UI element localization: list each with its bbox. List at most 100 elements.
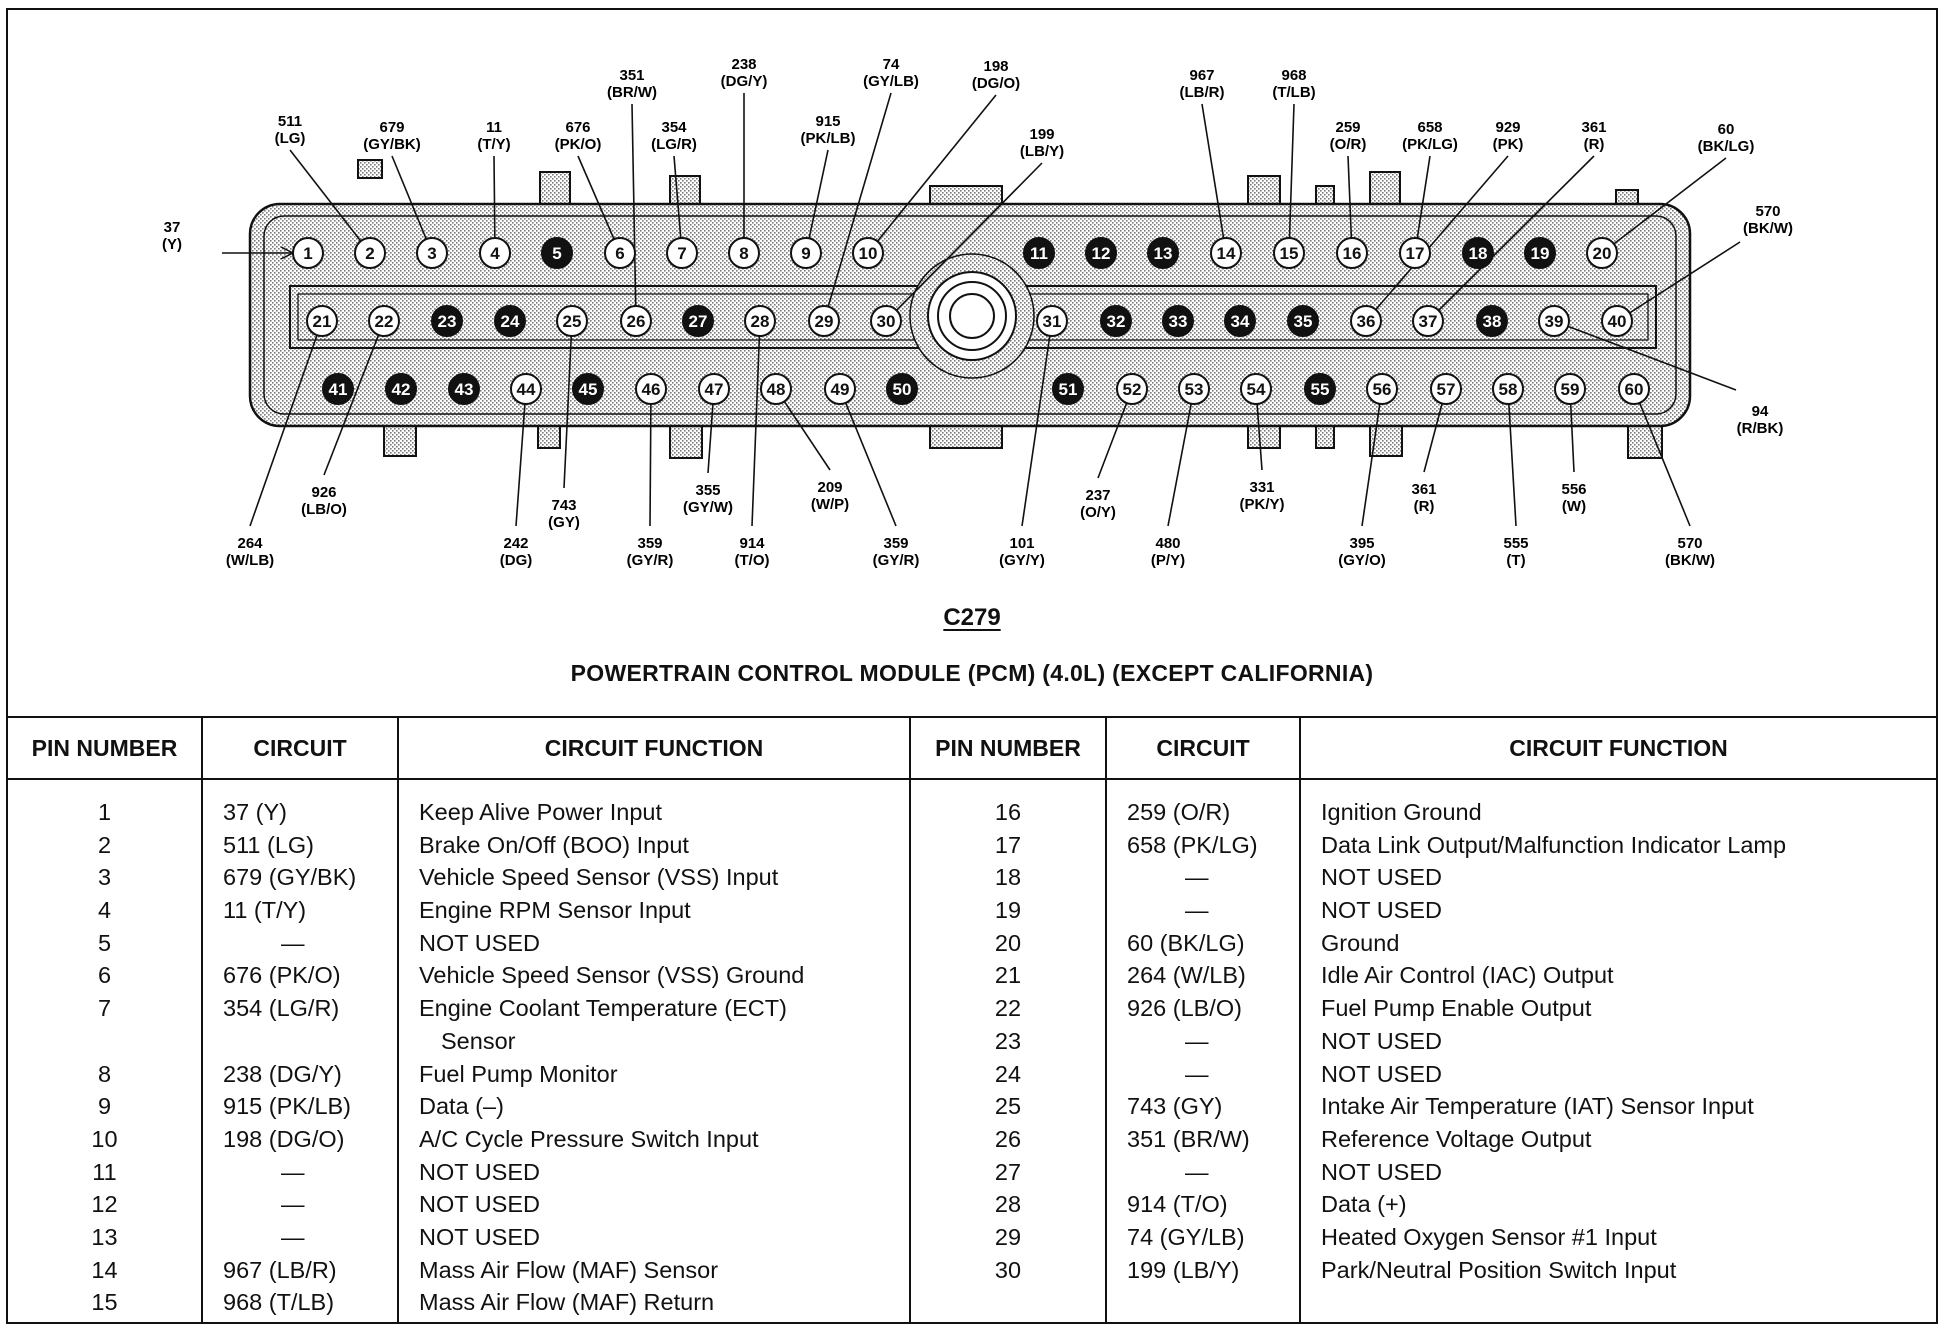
pin-cavity-16: 16	[1336, 237, 1368, 269]
leader-line	[323, 334, 380, 476]
callout-wire-color: (LG)	[275, 130, 306, 147]
pin-number-cell: 25	[994, 1093, 1022, 1120]
pin-circle	[1618, 373, 1650, 405]
circuit-cell: 658 (PK/LG)	[1127, 831, 1258, 858]
circuit-function-cell: Keep Alive Power Input	[419, 799, 662, 825]
pin-circle	[1147, 237, 1179, 269]
pin-circle	[479, 237, 511, 269]
connector-id-text: C279	[943, 604, 1001, 631]
connector-tab	[669, 425, 703, 459]
pin-number-label: 27	[689, 312, 708, 331]
pin-circle	[604, 237, 636, 269]
callout-wire-color: (T/O)	[735, 552, 770, 569]
pin-number-cell: 15	[91, 1289, 118, 1316]
leader-line	[1375, 155, 1509, 311]
circuit-function-cell: Intake Air Temperature (IAT) Sensor Inpu…	[1321, 1093, 1754, 1120]
pin-cavity-21: 21	[306, 305, 338, 337]
pin-number-label: 28	[751, 312, 770, 331]
callout-circuit-number: 915	[815, 113, 840, 130]
pin-cavity-25: 25	[556, 305, 588, 337]
leader-line	[1347, 155, 1353, 239]
pin-cavity-33: 33	[1162, 305, 1194, 337]
pin-circle	[1304, 373, 1336, 405]
pin-number-label: 10	[859, 244, 878, 263]
pin-number-label: 17	[1406, 244, 1425, 263]
callout-wire-color: (O/Y)	[1080, 504, 1116, 521]
pin-circle	[1085, 237, 1117, 269]
callout-circuit-number: 480	[1155, 535, 1180, 552]
pin-number-cell: 3	[97, 864, 112, 891]
pin-number-label: 43	[455, 380, 474, 399]
circuit-function-cell: Reference Voltage Output	[1321, 1125, 1592, 1152]
callout-circuit-number: 209	[817, 479, 842, 496]
leader-line	[751, 335, 761, 527]
pin-cavity-5: 5	[541, 237, 573, 269]
pin-number-label: 40	[1608, 312, 1627, 331]
pin-circle	[1538, 305, 1570, 337]
leader-line	[707, 403, 714, 474]
pin-cavity-7: 7	[666, 237, 698, 269]
connector-tab	[357, 159, 383, 179]
pin-cavity-37: 37	[1412, 305, 1444, 337]
circuit-cell: —	[281, 1158, 305, 1185]
pin-cavity-42: 42	[385, 373, 417, 405]
pin-circle	[416, 237, 448, 269]
pin-cavity-44: 44	[510, 373, 542, 405]
pin-cavity-57: 57	[1430, 373, 1462, 405]
leader-line	[649, 403, 652, 527]
callout-circuit-number: 967	[1189, 67, 1214, 84]
circuit-cell: —	[1185, 897, 1209, 924]
pin-number-label: 16	[1343, 244, 1362, 263]
pin-cavity-13: 13	[1147, 237, 1179, 269]
callout-circuit-number: 361	[1411, 481, 1436, 498]
pin-number-label: 47	[705, 380, 724, 399]
pin-cavity-4: 4	[479, 237, 511, 269]
pin-number-label: 44	[517, 380, 536, 399]
pin-number-label: 38	[1483, 312, 1502, 331]
pin-cavity-26: 26	[620, 305, 652, 337]
pin-circle	[1210, 237, 1242, 269]
pin-number-label: 45	[579, 380, 598, 399]
pin-circle	[385, 373, 417, 405]
pin-circle	[354, 237, 386, 269]
pin-circle	[1240, 373, 1272, 405]
pin-circle	[1476, 305, 1508, 337]
callout-wire-color: (W)	[1562, 498, 1586, 515]
pin-cavity-28: 28	[744, 305, 776, 337]
pin-number-cell: 5	[97, 929, 112, 956]
circuit-function-cell: NOT USED	[419, 1158, 540, 1185]
circuit-callout: 555(T)	[1503, 535, 1528, 569]
circuit-cell: 264 (W/LB)	[1127, 962, 1246, 989]
pin-number-cell: 16	[994, 799, 1022, 825]
pin-number-label: 26	[627, 312, 646, 331]
circuit-cell: 914 (T/O)	[1127, 1191, 1228, 1218]
connector-tab	[537, 425, 561, 449]
circuit-function-cell: Data Link Output/Malfunction Indicator L…	[1321, 831, 1787, 858]
circuit-callout: 361(R)	[1411, 481, 1436, 515]
callout-wire-color: (O/R)	[1330, 136, 1367, 153]
circuit-callout: 676(PK/O)	[555, 119, 602, 153]
pin-number-label: 60	[1625, 380, 1644, 399]
pin-cavity-58: 58	[1492, 373, 1524, 405]
leader-line	[515, 403, 526, 527]
circuit-cell: 926 (LB/O)	[1127, 995, 1242, 1022]
callout-circuit-number: 556	[1561, 481, 1586, 498]
circuit-cell: 198 (DG/O)	[223, 1125, 345, 1152]
callout-circuit-number: 74	[883, 56, 900, 73]
pin-circle	[1162, 305, 1194, 337]
pin-cavity-17: 17	[1399, 237, 1431, 269]
circuit-callout: 264(W/LB)	[226, 535, 274, 569]
callout-wire-color: (Y)	[162, 236, 182, 253]
pin-number-label: 35	[1294, 312, 1313, 331]
circuit-cell: 679 (GY/BK)	[223, 864, 357, 891]
leader-line	[1167, 403, 1192, 527]
pin-cavity-35: 35	[1287, 305, 1319, 337]
callout-circuit-number: 237	[1085, 487, 1110, 504]
pin-circle	[510, 373, 542, 405]
circuit-callout: 658(PK/LG)	[1402, 119, 1458, 153]
pin-number-cell: 11	[92, 1158, 117, 1185]
pin-circle	[1178, 373, 1210, 405]
module-title: POWERTRAIN CONTROL MODULE (PCM) (4.0L) (…	[570, 660, 1374, 686]
